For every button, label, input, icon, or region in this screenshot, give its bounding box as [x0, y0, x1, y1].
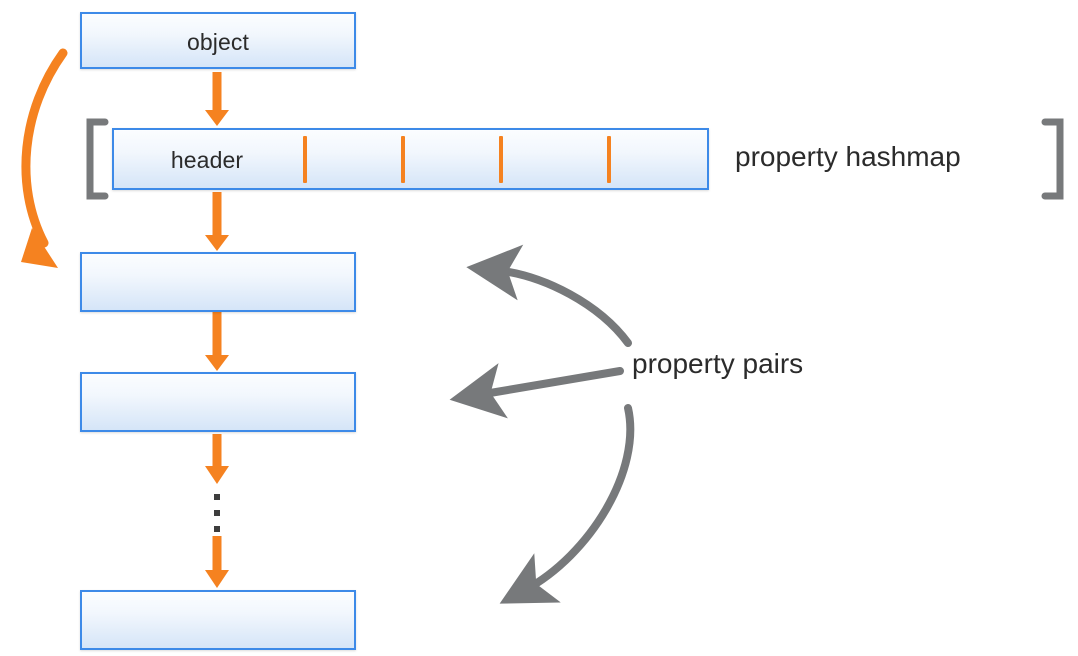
property-pairs-label: property pairs — [632, 348, 804, 379]
bracket-left-icon — [86, 118, 109, 200]
hashmap-slot-tick-2 — [401, 136, 405, 183]
orange-arrowhead-pair1-to-pair2 — [205, 355, 229, 371]
bracket-right-icon — [1041, 118, 1064, 200]
property-pair-box-1[interactable] — [80, 252, 356, 312]
orange-arrowhead-object-to-header — [205, 110, 229, 126]
hashmap-slot-tick-3 — [499, 136, 503, 183]
orange-arrowhead-ellipsis-to-pair3 — [205, 570, 229, 588]
ellipsis-dot-1 — [214, 494, 220, 500]
property-pair-box-2[interactable] — [80, 372, 356, 432]
orange-arrowhead-header-to-pair1 — [205, 235, 229, 251]
orange-curved-arrow — [21, 48, 68, 248]
header-box-label: header — [170, 147, 244, 173]
hashmap-slot-tick-4 — [607, 136, 611, 183]
property-hashmap-label: property hashmap — [735, 141, 961, 172]
gray-arrow-to-pair1 — [466, 244, 632, 347]
gray-arrow-to-pair3 — [499, 404, 635, 604]
ellipsis-dot-3 — [214, 526, 220, 532]
ellipsis-dot-2 — [214, 510, 220, 516]
gray-arrow-to-pair2 — [449, 363, 624, 419]
object-box[interactable] — [80, 12, 356, 69]
property-pair-box-3[interactable] — [80, 590, 356, 650]
orange-arrowhead-pair2-to-ellipsis — [205, 466, 229, 484]
object-box-label: object — [187, 29, 249, 55]
orange-curved-arrowhead — [21, 228, 58, 268]
hashmap-slot-tick-1 — [303, 136, 307, 183]
